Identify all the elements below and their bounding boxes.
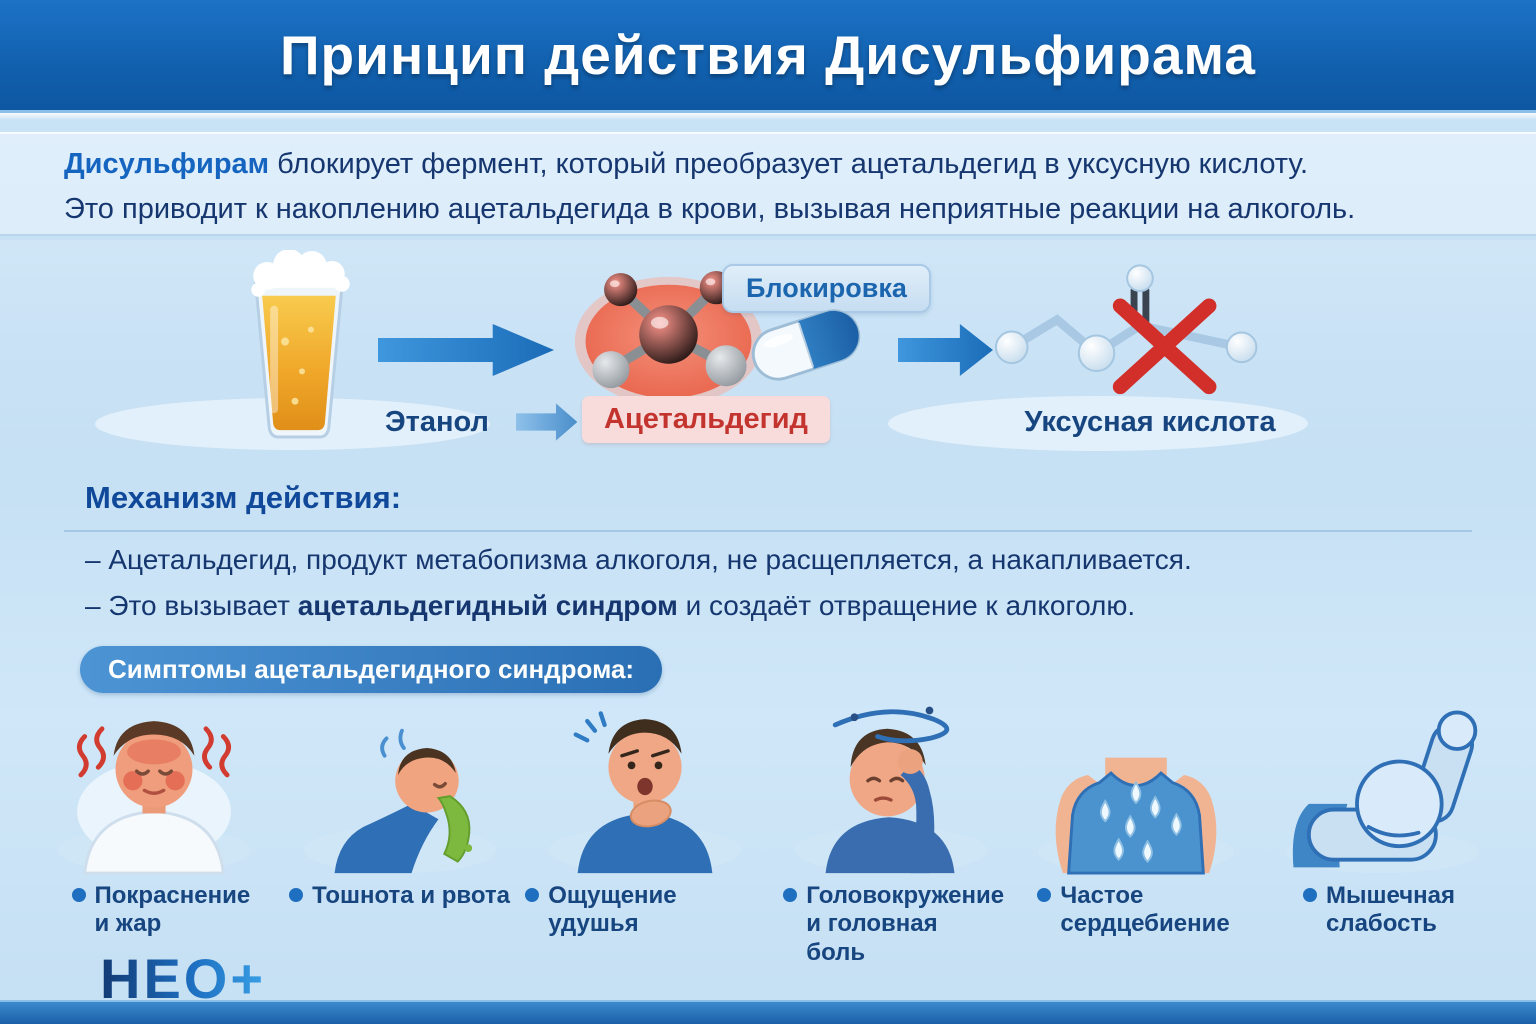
symptom-label: Головокружение и головная боль [806,882,1005,966]
symptom-item: Покраснение и жар [34,698,274,967]
symptom-caption: Головокружение и головная боль [783,882,1005,967]
header: Принцип действия Дисульфирама [0,0,1536,113]
symptoms-heading-banner: Симптомы ацетальдегидного синдрома: [80,646,663,693]
intro-line-1-rest: блокирует фермент, который преобразует а… [269,148,1309,180]
hand-at-throat-icon [630,799,672,828]
dizzy-person-icon [780,698,1002,876]
arm-on-head-icon [900,763,935,874]
intro-section: Дисульфирам блокирует фермент, который п… [0,132,1536,236]
neo-plus-logo: НЕО+ [100,947,267,1010]
ethanol-label: Этанол [385,406,489,438]
bullet2-bold-term: ацетальдегидный синдром [297,590,678,621]
weak-muscle-arm-icon [1271,698,1493,876]
bullet-dot-icon [1302,888,1317,902]
symptom-caption: Мышечная слабость [1302,882,1461,939]
red-x-icon [1112,298,1217,395]
symptom-item: Мышечная слабость [1262,698,1502,967]
vomiting-person-icon [289,698,511,876]
symptom-item: Головокружение и головная боль [771,698,1011,967]
symptoms-section: Симптомы ацетальдегидного синдрома: [0,640,1536,966]
symptom-item: Ощущение удушья [525,698,765,967]
bullet2-suffix: и создаёт отвращение к алкоголю. [677,590,1136,621]
symptom-caption: Покраснение и жар [71,882,251,939]
mechanism-heading: Механизм действия: [85,480,402,515]
drug-name: Дисульфирам [64,148,270,180]
choking-person-icon [534,698,756,876]
intro-line-2: Это приводит к накоплению ацетальдегида … [64,193,1356,225]
symptoms-row: Покраснение и жар [34,698,1502,967]
acetaldehyde-molecule-icon [566,258,771,410]
page-title: Принцип действия Дисульфирама [280,24,1256,86]
symptom-caption: Частое сердцебиение [1037,882,1235,939]
symptom-item: Тошнота и рвота [280,698,520,967]
symptom-item: Частое сердцебиение [1016,698,1256,967]
footer-bar [0,1000,1536,1024]
acetaldehyde-label: Ацетальдегид [582,396,830,443]
heat-squiggle-icon [77,726,231,778]
blob-shadow-right [888,396,1308,451]
mechanism-bullet-1: – Ацетальдегид, продукт метабопизма алко… [85,544,1192,575]
mechanism-bullet-2: – Это вызывает ацетальдегидный синдром и… [85,590,1135,622]
sweating-torso-icon [1025,698,1247,876]
vomit-stream-icon [436,795,470,863]
bullet-dot-icon [783,888,798,902]
flushing-person-icon [43,698,265,876]
acetic-acid-label: Уксусная кислота [1024,406,1276,438]
symptom-label: Покраснение и жар [94,882,251,938]
symptom-label: Тошнота и рвота [312,882,510,909]
bullet2-prefix: – Это вызывает [85,590,298,621]
bullet-dot-icon [525,888,540,902]
process-diagram: Блокировка [0,240,1536,475]
header-glow [0,113,1536,120]
arrow-right-icon [898,322,994,378]
mechanism-section: Механизм действия: – Ацетальдегид, проду… [0,478,1536,640]
bullet-dot-icon [1037,888,1052,902]
bullet-dot-icon [289,888,304,902]
symptom-label: Частое сердцебиение [1060,882,1230,938]
acetic-acid-blocked-icon [990,256,1286,410]
dizzy-swirl-icon [832,709,949,744]
symptom-caption: Ощущение удушья [525,882,765,939]
arrow-right-icon [378,322,556,378]
arrow-right-icon [516,402,578,442]
divider [64,530,1472,532]
symptom-label: Ощущение удушья [548,882,677,938]
symptom-label: Мышечная слабость [1325,882,1455,938]
intro-line-1: Дисульфирам блокирует фермент, который п… [64,148,1472,181]
beer-glass-icon [238,249,360,444]
sweat-drops-icon [1100,780,1183,863]
bullet-dot-icon [71,888,86,902]
pill-capsule-icon [741,298,870,393]
symptom-caption: Тошнота и рвота [289,882,510,910]
